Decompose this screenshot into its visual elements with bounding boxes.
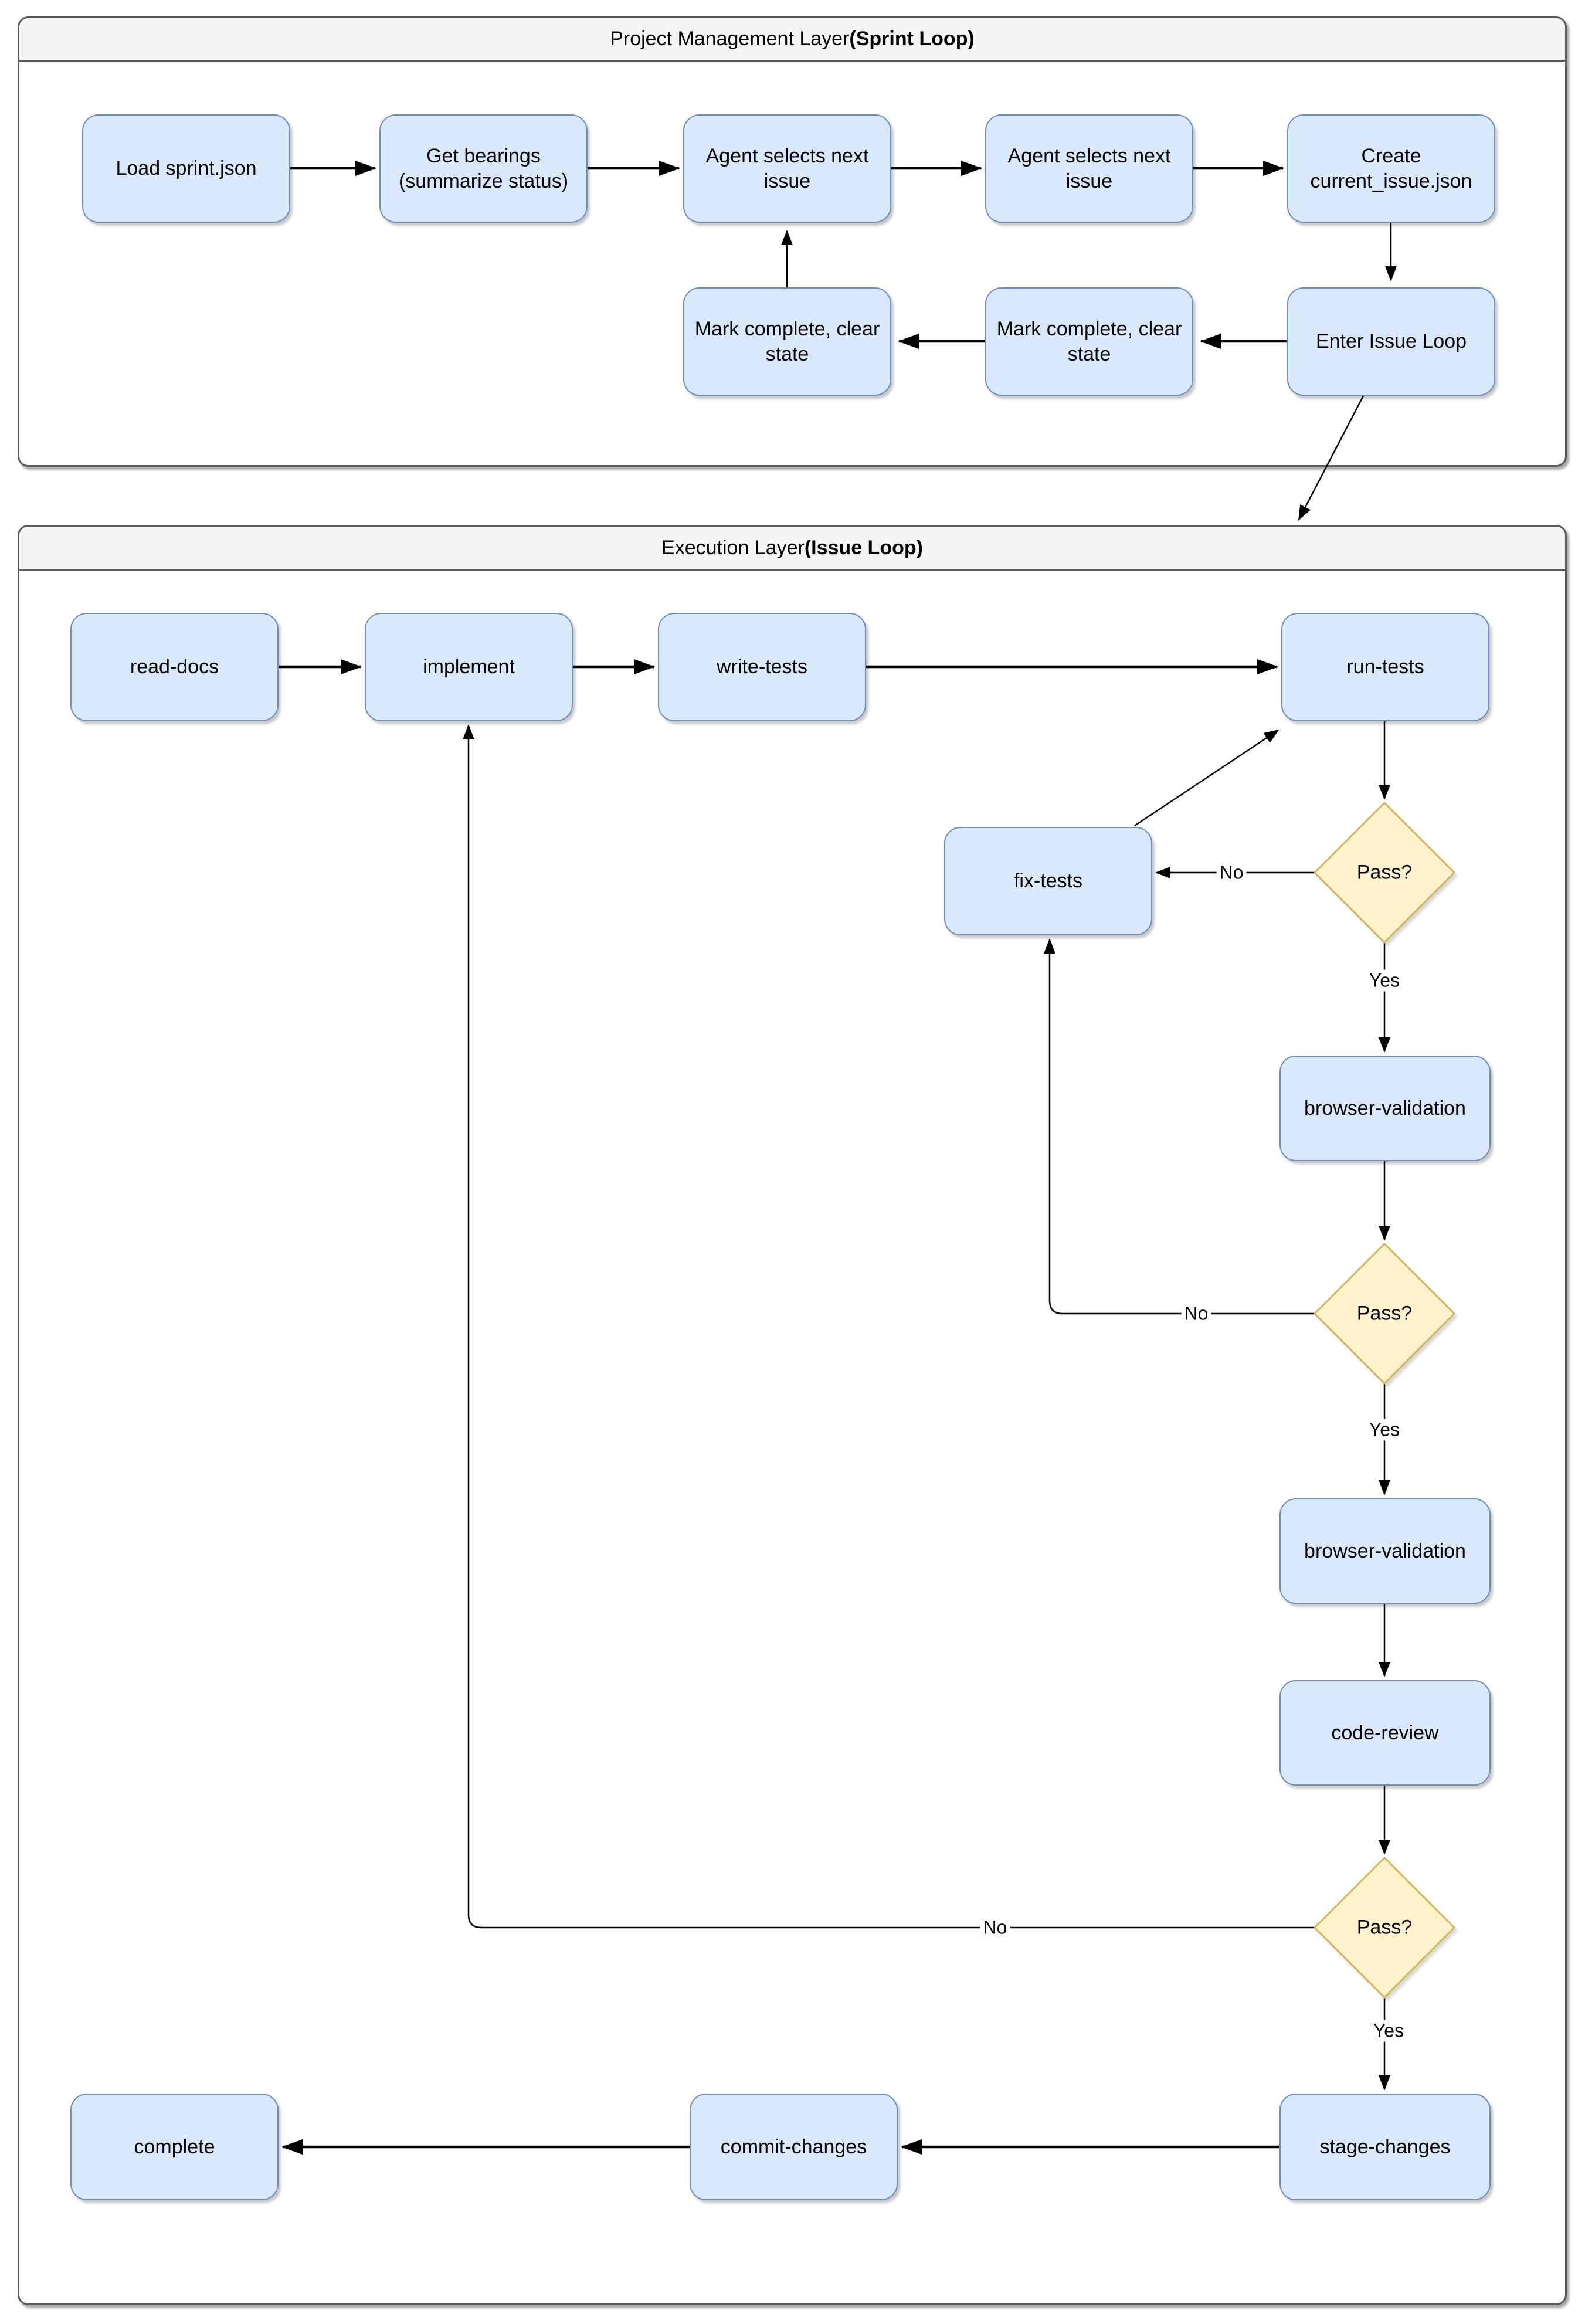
node-mark-complete-2: Mark complete, clear state	[985, 287, 1193, 396]
node-load-sprint: Load sprint.json	[82, 114, 290, 223]
decision-pass1-label: Pass?	[1356, 861, 1413, 884]
node-implement: implement	[365, 613, 573, 721]
node-agent-selects-1: Agent selects next issue	[683, 114, 891, 223]
node-commit-changes: commit-changes	[690, 2094, 898, 2200]
sprint-loop-header: Project Management Layer (Sprint Loop)	[19, 18, 1565, 62]
node-stage-changes: stage-changes	[1279, 2094, 1491, 2200]
issue-loop-container: Execution Layer (Issue Loop)	[18, 525, 1567, 2305]
node-write-tests: write-tests	[658, 613, 866, 721]
node-browser-validation-2: browser-validation	[1279, 1498, 1491, 1604]
edge-label-yes-pass1: Yes	[1366, 969, 1403, 992]
edge-label-no-pass1: No	[1216, 861, 1247, 884]
decision-pass3-label: Pass?	[1356, 1916, 1413, 1939]
sprint-loop-title: Project Management Layer	[610, 28, 850, 50]
node-mark-complete-1: Mark complete, clear state	[683, 287, 891, 396]
edge-label-yes-pass2: Yes	[1366, 1419, 1403, 1441]
sprint-loop-container: Project Management Layer (Sprint Loop)	[18, 16, 1567, 467]
node-get-bearings: Get bearings (summarize status)	[379, 114, 588, 223]
node-fix-tests: fix-tests	[944, 827, 1152, 935]
node-run-tests: run-tests	[1281, 613, 1489, 721]
sprint-loop-title-bold: (Sprint Loop)	[849, 28, 975, 50]
edge-label-no-pass2: No	[1181, 1302, 1211, 1325]
issue-loop-title: Execution Layer	[661, 537, 805, 559]
node-complete: complete	[70, 2094, 279, 2200]
edge-label-no-pass3: No	[980, 1916, 1010, 1939]
edge-label-yes-pass3: Yes	[1370, 2020, 1407, 2042]
node-agent-selects-2: Agent selects next issue	[985, 114, 1193, 223]
node-read-docs: read-docs	[70, 613, 279, 721]
node-browser-validation-1: browser-validation	[1279, 1056, 1491, 1161]
issue-loop-title-bold: (Issue Loop)	[804, 537, 923, 559]
decision-pass2-label: Pass?	[1356, 1302, 1413, 1325]
node-code-review: code-review	[1279, 1680, 1491, 1786]
issue-loop-header: Execution Layer (Issue Loop)	[19, 527, 1565, 571]
node-enter-issue-loop: Enter Issue Loop	[1287, 287, 1495, 396]
node-create-current-issue: Create current_issue.json	[1287, 114, 1495, 223]
